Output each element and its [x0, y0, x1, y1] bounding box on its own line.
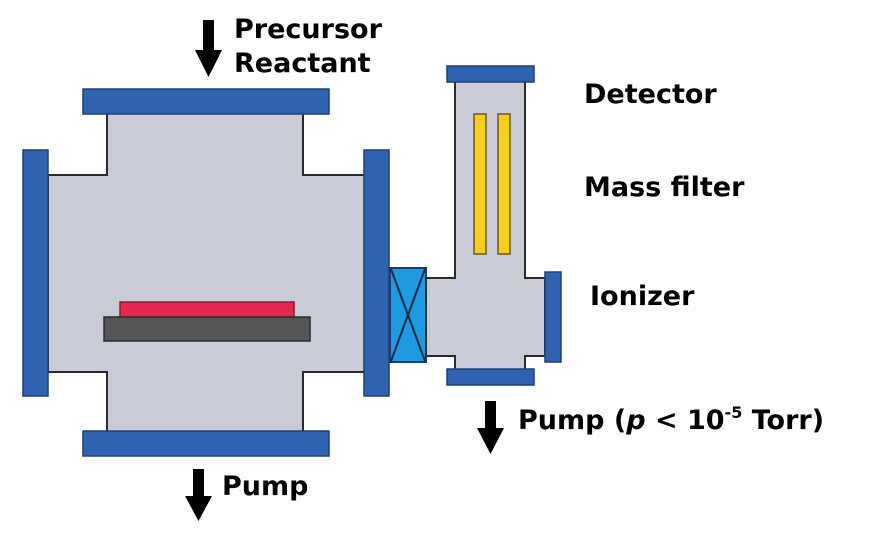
bottom-flange — [82, 430, 330, 457]
qms-bottom-flange — [446, 368, 535, 386]
label-pump-qms-suffix: Torr) — [742, 405, 824, 436]
substrate-holder — [103, 316, 311, 342]
reaction-chamber — [47, 111, 366, 435]
gate-valve-cross-b — [390, 268, 426, 362]
label-pump-qms-lt: < 10 — [646, 405, 725, 436]
precursor-inlet-arrow-icon — [195, 20, 222, 77]
substrate — [119, 301, 295, 318]
label-pump-main: Pump — [222, 471, 308, 502]
label-ionizer: Ionizer — [590, 281, 695, 312]
qms-top-flange — [446, 65, 535, 83]
label-pump-qms-p: p — [625, 405, 645, 436]
label-precursor: Precursor — [234, 14, 383, 45]
qms-right-flange — [544, 271, 562, 363]
main-pump-arrow-icon — [185, 469, 212, 521]
left-flange — [22, 149, 49, 397]
label-pump-qms-prefix: Pump ( — [518, 405, 626, 436]
qms-pump-arrow-icon — [477, 401, 504, 454]
label-pump-qms-exp: -5 — [725, 403, 743, 422]
right-flange — [363, 149, 390, 397]
label-reactant: Reactant — [234, 48, 371, 79]
label-detector: Detector — [584, 79, 717, 110]
mass-filter-rod-1 — [473, 113, 487, 255]
label-mass-filter: Mass filter — [584, 172, 745, 203]
mass-filter-rod-2 — [497, 113, 511, 255]
label-pump-qms: Pump (p < 10-5 Torr) — [518, 403, 824, 436]
top-flange — [82, 88, 330, 115]
